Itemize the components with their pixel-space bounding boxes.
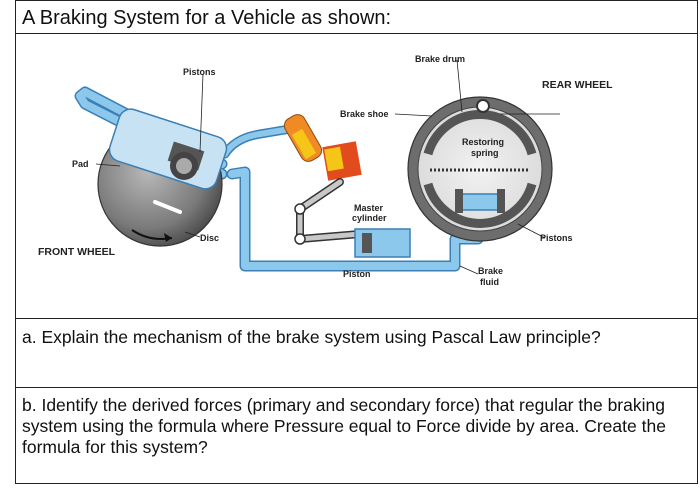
page-title: A Braking System for a Vehicle as shown: [22,7,392,29]
brake-pedal [283,114,364,245]
front-wheel-label: FRONT WHEEL [38,246,116,258]
question-a: a. Explain the mechanism of the brake sy… [22,327,601,347]
title-divider [15,33,698,34]
brake-shoe-label: Brake shoe [340,109,389,119]
rear-wheel-label: REAR WHEEL [542,79,613,91]
table-frame [15,0,698,484]
question-b: b. Identify the derived forces (primary … [22,395,666,457]
piston-label: Piston [343,269,371,279]
braking-system-diagram: Pistons Brake drum REAR WHEEL Brake shoe… [38,54,613,287]
master-cylinder-label-line2: cylinder [352,213,387,223]
master-cylinder [354,228,411,258]
master-cylinder-label-line1: Master [354,203,384,213]
pistons-left-label: Pistons [183,67,216,77]
brake-fluid-label-line1: Brake [478,266,503,276]
rear-drum-brake [407,96,553,242]
question-divider [15,387,698,388]
restoring-spring-label-line2: spring [471,148,499,158]
restoring-spring-label-line1: Restoring [462,137,504,147]
brake-fluid-label-line2: fluid [480,277,499,287]
leader-lines [95,59,560,275]
pad-label: Pad [72,159,89,169]
disc-label: Disc [200,233,219,243]
brake-drum-label: Brake drum [415,54,465,64]
pistons-right-label: Pistons [540,233,573,243]
diagram-divider [15,318,698,319]
front-disc-brake [97,108,228,247]
